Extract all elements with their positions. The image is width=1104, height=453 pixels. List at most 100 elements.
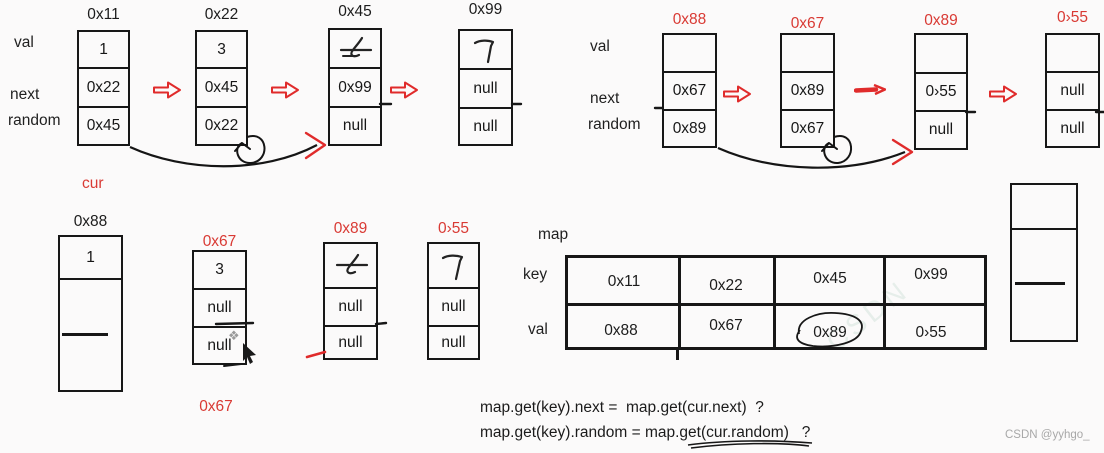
formula-random: map.get(key).random = map.get(cur.random… (480, 424, 810, 442)
map-val-cell: 0x67 (709, 317, 743, 334)
val-cell: 3 (215, 261, 224, 278)
next-cell: 0x89 (782, 71, 833, 109)
formula-random-underlined: cur.random) (706, 424, 789, 441)
list-node-0x45: 0x99 null (328, 28, 382, 146)
field-label-next-right: next (590, 90, 620, 107)
random-cell: null (330, 106, 380, 144)
field-label-val-left: val (14, 34, 34, 51)
node-address-0x99: 0x99 (468, 1, 503, 18)
table-line-overhang (676, 350, 679, 360)
next-cell: 0x67 (664, 71, 715, 109)
cur-pointer-label: cur (82, 175, 104, 192)
random-cell: null (460, 107, 511, 144)
node-address-0x55-bottom: 0›55 (437, 220, 470, 237)
handwritten-7-glyph (473, 39, 494, 63)
thin-arrow-icon (854, 83, 886, 96)
bottom-node-0x67: 3 null null (192, 250, 247, 365)
handwritten-5-glyph (339, 36, 373, 57)
map-val-cell-circled: 0x89 (813, 324, 847, 341)
list-node-0x11: 1 0x22 0x45 (77, 30, 130, 146)
block-arrow-icon (390, 81, 418, 99)
random-cell: null (194, 326, 245, 363)
next-cell: null (460, 68, 511, 107)
copy-node-0x55: null null (1045, 33, 1100, 148)
map-table: 0x11 0x22 0x45 0x99 0x88 0x67 0x89 0›55 (565, 255, 987, 350)
list-node-0x99: null null (458, 29, 513, 146)
empty-cell (1012, 185, 1076, 230)
copy-node-0x89: 0›55 null (914, 33, 968, 150)
block-arrow-icon (989, 85, 1017, 103)
next-cell: 0x99 (330, 67, 380, 106)
map-val-cell: 0x88 (604, 322, 638, 339)
map-key-cell: 0x11 (607, 273, 641, 290)
val-cell-empty (916, 35, 966, 72)
random-cell: null (1047, 109, 1098, 146)
footer-label-0x67: 0x67 (199, 398, 233, 415)
map-val-cell: 0›55 (915, 324, 947, 341)
val-cell: 3 (217, 40, 226, 58)
empty-tall-node (1010, 183, 1078, 342)
node-address-0x67-copy: 0x67 (790, 15, 825, 32)
field-label-random-right: random (588, 116, 641, 133)
random-cell: 0x89 (664, 109, 715, 146)
next-cell: null (194, 288, 245, 326)
random-pointer-curve-left (129, 144, 318, 168)
node-address-0x55-copy: 0›55 (1056, 9, 1089, 26)
random-cell: null (325, 325, 376, 358)
node-address-0x45: 0x45 (338, 3, 372, 20)
formula-next: map.get(key).next = map.get(cur.next) ? (480, 399, 764, 416)
random-cell: null (916, 110, 966, 148)
next-cell: 0›55 (916, 72, 966, 110)
next-cell: null (1047, 71, 1098, 109)
list-node-0x22: 3 0x45 0x22 (195, 30, 248, 146)
next-cell: 0x45 (197, 67, 246, 106)
formula-random-prefix: map.get(key).random = map.get( (480, 424, 707, 441)
val-cell: 1 (60, 237, 121, 280)
empty-cell (1012, 230, 1076, 340)
val-cell-empty (1047, 35, 1098, 71)
partial-separator-line (62, 333, 108, 336)
map-key-cell: 0x99 (914, 266, 948, 283)
partial-separator-line (1015, 282, 1065, 285)
val-cell-handwritten-7 (460, 31, 511, 68)
block-arrow-icon (271, 81, 299, 99)
map-key-cell: 0x22 (709, 277, 743, 294)
map-row-label-val: val (528, 321, 548, 338)
map-key-cell: 0x45 (813, 270, 847, 287)
red-arrowhead-icon (304, 131, 327, 160)
field-label-random-left: random (8, 112, 61, 129)
node-address-0x88-copy: 0x88 (672, 11, 707, 28)
handwritten-5-glyph (335, 253, 368, 274)
random-cell: 0x67 (782, 109, 833, 146)
block-arrow-icon (723, 85, 751, 103)
next-cell: null (429, 287, 478, 325)
bottom-node-0x89: null null (323, 242, 378, 360)
map-title: map (538, 226, 569, 243)
csdn-watermark: CSDN @yyhgo_ (1005, 429, 1090, 441)
node-address-0x11: 0x11 (87, 6, 120, 23)
formula-random-suffix: ? (788, 424, 811, 441)
block-arrow-icon (153, 81, 181, 99)
val-cell: 1 (99, 40, 108, 58)
bottom-node-0x55: null null (427, 242, 480, 360)
tall-node-0x88: 1 (58, 235, 123, 392)
node-address-0x89-bottom: 0x89 (333, 220, 368, 237)
move-cursor-icon: ❖ (228, 328, 240, 343)
random-cell: null (429, 325, 478, 358)
node-address-0x88-bottom: 0x88 (73, 213, 108, 230)
copy-node-0x88: 0x67 0x89 (662, 33, 717, 148)
node-address-0x67-bottom: 0x67 (202, 233, 237, 250)
table-row-line (568, 303, 984, 306)
node-address-0x89-copy: 0x89 (924, 12, 958, 29)
map-row-label-key: key (523, 266, 548, 283)
val-cell-empty (664, 35, 715, 71)
random-cell: 0x22 (197, 106, 246, 144)
field-label-next-left: next (10, 86, 40, 103)
red-arrowhead-icon (891, 138, 914, 166)
random-pointer-curve-right (717, 146, 906, 169)
val-cell-handwritten-5 (330, 30, 380, 67)
copy-node-0x67: 0x89 0x67 (780, 33, 835, 148)
next-cell: 0x22 (79, 67, 128, 106)
val-cell-empty (782, 35, 833, 71)
